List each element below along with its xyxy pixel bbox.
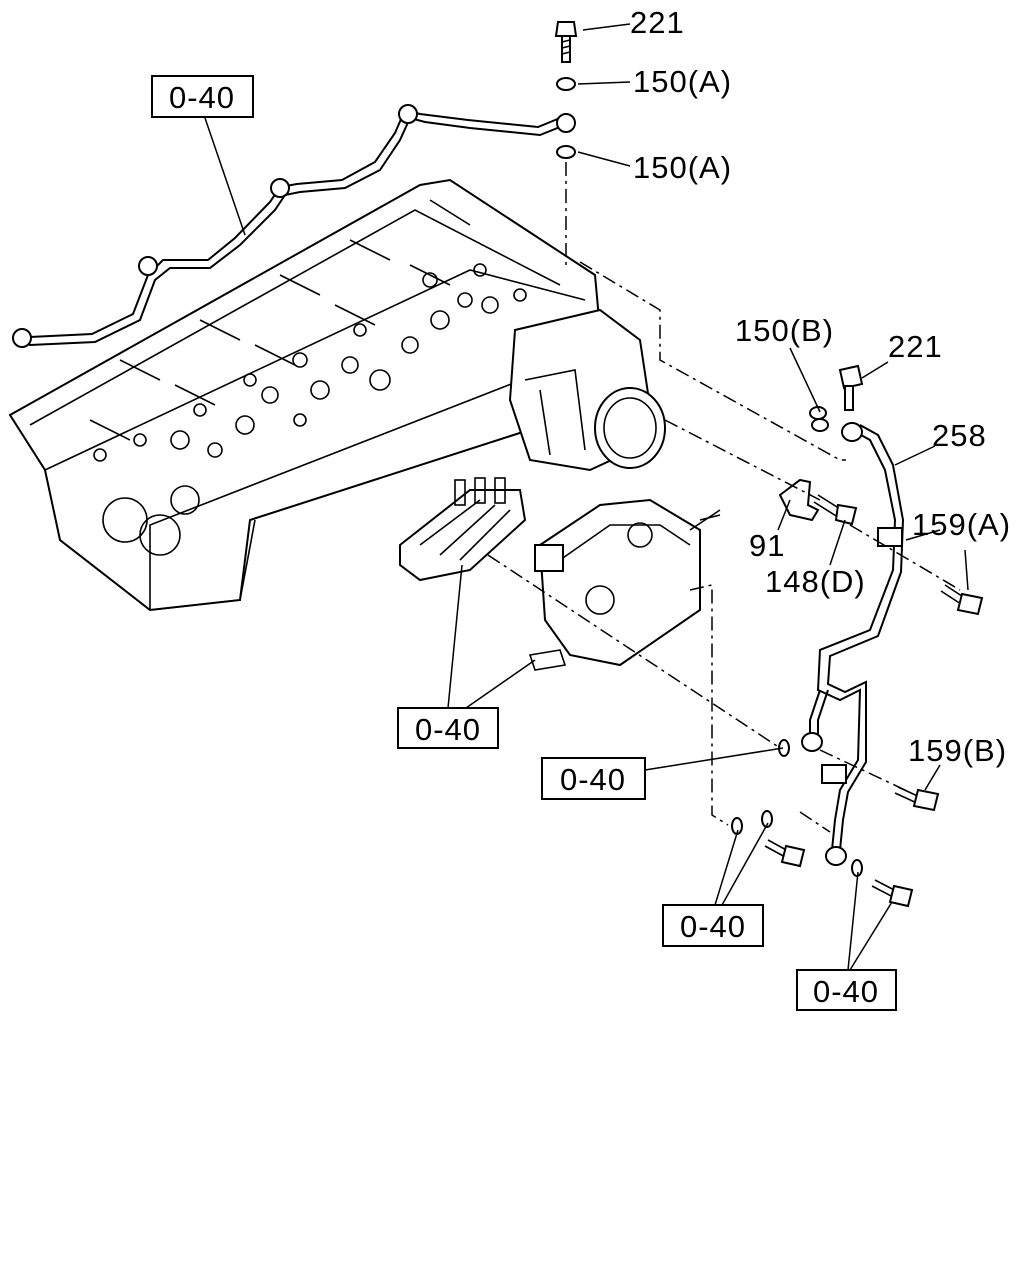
label-159b: 159(B) (908, 733, 1007, 768)
washers-150b (809, 406, 829, 432)
ref-box-label: 0-40 (169, 80, 235, 115)
cylinder-head (8, 178, 602, 612)
label-150b: 150(B) (735, 313, 834, 348)
ref-box-bolts[interactable]: 0-40 (662, 904, 764, 947)
label-91: 91 (749, 528, 785, 563)
bolt-159a (940, 584, 984, 616)
ref-box-label: 0-40 (560, 762, 626, 797)
ref-box-top-left[interactable]: 0-40 (151, 75, 254, 118)
center-lines (487, 162, 961, 833)
bolt-159b (894, 786, 940, 812)
leak-off-pipe (12, 104, 576, 348)
ref-box-label: 0-40 (680, 909, 746, 944)
label-221-top: 221 (630, 5, 685, 40)
lower-bolts (731, 739, 914, 908)
label-150a-upper: 150(A) (633, 64, 732, 99)
label-258: 258 (932, 418, 987, 453)
ref-box-washer[interactable]: 0-40 (541, 757, 646, 800)
label-148d: 148(D) (765, 564, 866, 599)
throttle-body (508, 308, 666, 472)
label-150a-lower: 150(A) (633, 150, 732, 185)
injection-pump (528, 498, 721, 671)
head-holes (93, 263, 527, 556)
fuel-rail-block (399, 477, 527, 582)
leader-lines (204, 23, 969, 971)
label-159a: 159(A) (912, 507, 1011, 542)
washer-150a-upper (556, 77, 576, 91)
pipe-258 (801, 422, 905, 866)
bracket-91 (778, 478, 820, 522)
bolt-148d (813, 494, 858, 526)
ref-box-label: 0-40 (813, 974, 879, 1009)
bolt-221-right (838, 364, 864, 411)
ref-box-label: 0-40 (415, 712, 481, 747)
ref-box-pump[interactable]: 0-40 (397, 707, 499, 749)
bolt-221-top (554, 21, 578, 63)
washer-150a-lower (556, 145, 576, 159)
ref-box-bottom[interactable]: 0-40 (796, 969, 897, 1011)
label-221-right: 221 (888, 329, 943, 364)
